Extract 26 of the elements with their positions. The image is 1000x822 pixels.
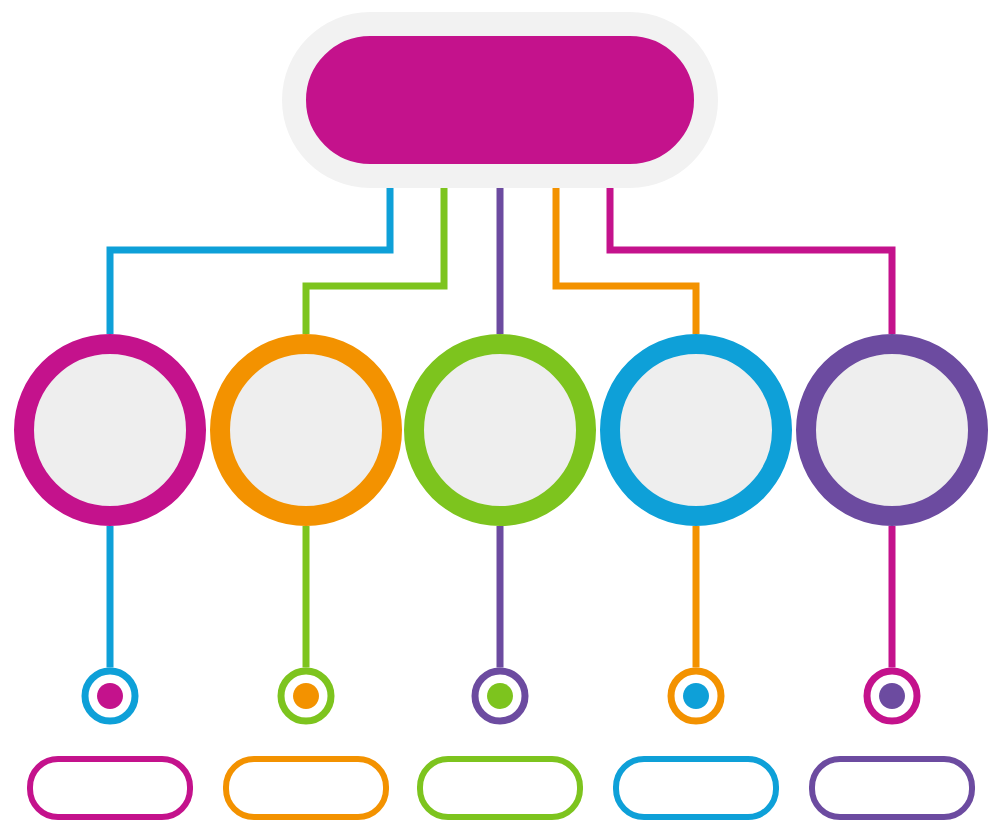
ring-circle [600,334,792,526]
connector-line [888,526,896,668]
connector-line [606,188,896,334]
connector-line [496,188,504,334]
ring-circle [14,334,206,526]
label-pill [223,756,389,820]
label-pill [27,756,193,820]
ring-circle [404,334,596,526]
label-pill [417,756,583,820]
dot-circle [81,667,139,725]
dot-circle [277,667,335,725]
label-pill [809,756,975,820]
connector-line [302,526,310,668]
header-pill [282,12,718,188]
connector-line [692,526,700,668]
connector-line [496,526,504,668]
dot-circle [471,667,529,725]
connector-line [106,526,114,668]
dot-circle [863,667,921,725]
connector-line [552,188,700,334]
dot-circle [667,667,725,725]
ring-circle [796,334,988,526]
ring-circle [210,334,402,526]
connector-line [302,188,448,334]
connector-line [106,188,394,334]
label-pill [613,756,779,820]
